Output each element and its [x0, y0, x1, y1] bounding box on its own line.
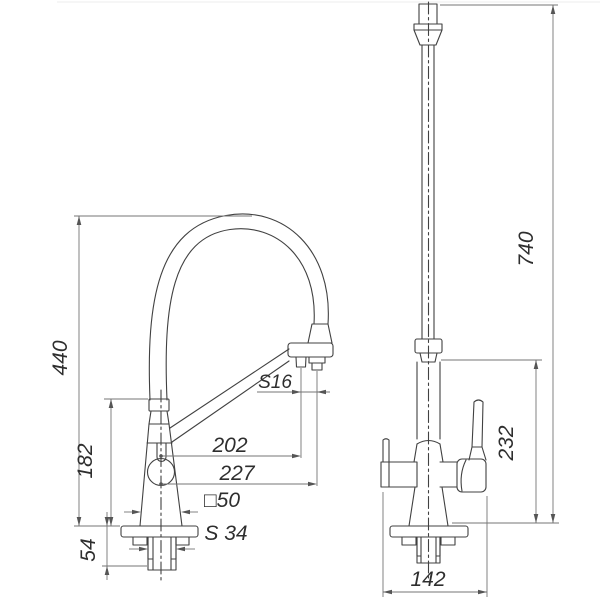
side-locknut-right [175, 536, 190, 546]
spray-head-connector [307, 323, 333, 344]
front-view-dimensions: 740 232 142 [382, 4, 559, 597]
body-cone-left [139, 423, 150, 527]
flexible-spout-outer [148, 213, 329, 401]
dim-s16-label: S16 [258, 372, 292, 393]
left-arm [380, 461, 418, 488]
dim-142-label: 142 [410, 568, 445, 591]
front-locknut-right [440, 536, 456, 546]
dim-202-label: 202 [211, 434, 247, 457]
hose-nut [148, 398, 170, 412]
front-view-faucet [380, 1, 487, 579]
dim-182-label: 182 [74, 443, 97, 478]
spout-arm-upper [169, 348, 290, 429]
right-lever-housing [456, 458, 487, 493]
dim-440-label: 440 [49, 340, 72, 375]
side-view-dimensions: 440 182 54 □50 S 34 S16 202 [49, 215, 330, 580]
side-flange [120, 525, 199, 538]
spray-head-housing [287, 342, 334, 358]
side-view-faucet [120, 213, 334, 581]
dim-232-label: 232 [495, 425, 518, 461]
front-locknut-left [401, 536, 417, 546]
spray-nozzle-right-tube [311, 362, 323, 371]
flexible-spout-inner [165, 228, 315, 401]
dim-s34-label: S 34 [204, 522, 247, 545]
side-shank [147, 536, 177, 571]
dim-227-label: 227 [218, 462, 255, 485]
column-ring [419, 352, 438, 363]
left-lever [382, 438, 390, 463]
spout-arm-lower [171, 360, 290, 443]
dim-740-label: 740 [515, 231, 538, 266]
body-cone-right [168, 423, 183, 527]
side-locknut-left [132, 536, 148, 546]
right-lever [468, 399, 487, 461]
spray-nozzle-left [295, 356, 307, 368]
dim-54-label: 54 [77, 538, 100, 561]
spray-nozzle-right-collar [308, 356, 326, 364]
dim-square50-label: □50 [204, 489, 240, 512]
